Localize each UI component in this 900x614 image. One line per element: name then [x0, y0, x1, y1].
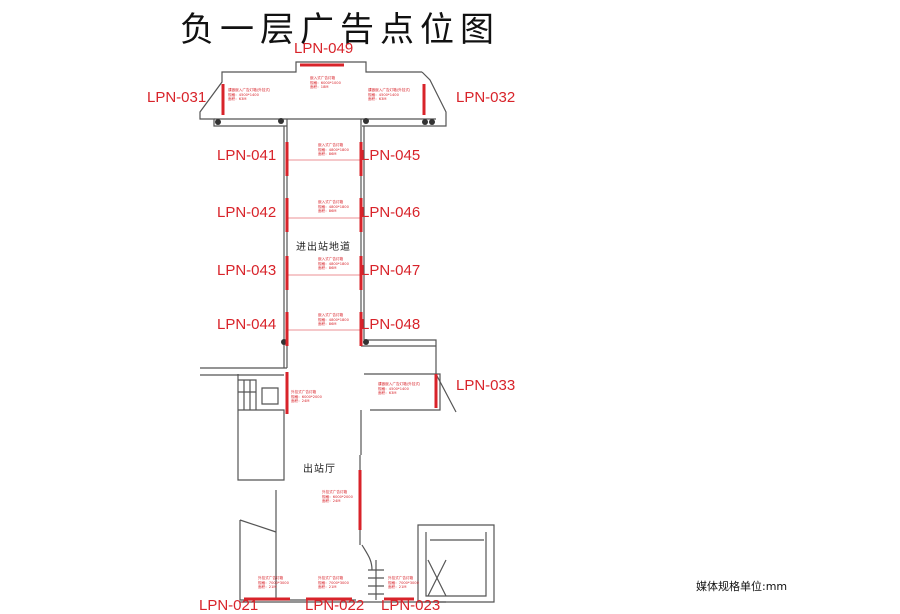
right-room-inner [425, 532, 487, 597]
spec-size: 规格：7000*3000 [258, 580, 289, 585]
point-label-lpn-023: LPN-023 [381, 597, 441, 614]
spec-note: 嵌入式广告灯箱 规格：6000*1000 面积：18M [310, 76, 341, 90]
spec-note: 镶嵌嵌入广告灯箱(外挂式) 规格：4500*1400 面积：63M [368, 88, 410, 102]
spec-note: 镶嵌嵌入广告灯箱(外挂式) 规格：4500*1400 面积：63M [378, 382, 420, 396]
spec-note: 外挂式广告灯箱 规格：7000*3000 面积：21M [258, 576, 289, 590]
left-room-grid [238, 379, 279, 410]
spec-area: 面积：63M [368, 97, 387, 102]
spec-area: 面积：21M [318, 585, 337, 590]
ad-markers [221, 63, 438, 601]
column-marker [422, 119, 428, 125]
spec-note: 外挂式广告灯箱 规格：7000*3000 面积：21M [318, 576, 349, 590]
stair-rail [361, 544, 373, 571]
spec-note: 嵌入式广告灯箱 规格：4800*1800 面积：86M [318, 257, 349, 271]
point-label-lpn-032: LPN-032 [456, 89, 516, 106]
spec-type: 嵌入式广告灯箱 [318, 313, 344, 317]
spec-size: 规格：4800*1800 [318, 204, 349, 209]
spec-area: 面积：21M [388, 585, 407, 590]
point-label-lpn-045: LPN-045 [361, 147, 421, 164]
point-label-lpn-047: LPN-047 [361, 262, 421, 279]
point-label-lpn-048: LPN-048 [361, 316, 421, 333]
guide-lines [287, 159, 361, 331]
spec-type: 外挂式广告灯箱 [291, 390, 317, 394]
spec-note: 嵌入式广告灯箱 规格：4800*1800 面积：86M [318, 313, 349, 327]
top-right-wing [362, 71, 447, 127]
right-room-x [427, 539, 484, 597]
spec-type: 外挂式广告灯箱 [258, 576, 284, 580]
spec-type: 镶嵌嵌入广告灯箱(外挂式) [378, 382, 421, 386]
spec-type: 嵌入式广告灯箱 [318, 200, 344, 204]
column-marker [363, 118, 369, 124]
walls [199, 61, 495, 603]
unit-note: 媒体规格单位:mm [696, 580, 788, 593]
spec-area: 面积：24M [322, 499, 341, 504]
column-marker [278, 118, 284, 124]
lower-left-diag [239, 519, 277, 533]
right-wing-top [364, 339, 457, 413]
point-label-lpn-022: LPN-022 [305, 597, 365, 614]
spec-area: 面积：86M [318, 209, 337, 214]
spec-area: 面积：24M [291, 399, 310, 404]
spec-type: 镶嵌嵌入广告灯箱(外挂式) [228, 88, 271, 92]
point-label-lpn-042: LPN-042 [217, 204, 277, 221]
point-label-lpn-041: LPN-041 [217, 147, 277, 164]
spec-type: 外挂式广告灯箱 [322, 490, 348, 494]
spec-area: 面积：86M [318, 152, 337, 157]
spec-size: 规格：4500*1400 [368, 92, 399, 97]
area-label-hall: 出站厅 [303, 464, 336, 475]
spec-area: 面积：86M [318, 266, 337, 271]
spec-size: 规格：7000*3000 [318, 580, 349, 585]
spec-area: 面积：21M [258, 585, 277, 590]
spec-size: 规格：4800*1800 [318, 261, 349, 266]
columns [215, 118, 435, 345]
spec-size: 规格：6000*1000 [310, 80, 341, 85]
point-label-lpn-043: LPN-043 [217, 262, 277, 279]
point-label-lpn-044: LPN-044 [217, 316, 277, 333]
point-label-lpn-031: LPN-031 [147, 89, 207, 106]
spec-area: 面积：18M [310, 85, 329, 90]
spec-size: 规格：6000*2000 [322, 494, 353, 499]
spec-size: 规格：6000*2000 [291, 394, 322, 399]
spec-note: 外挂式广告灯箱 规格：7000*3000 面积：21M [388, 576, 419, 590]
spec-note: 外挂式广告灯箱 规格：6000*2000 面积：24M [291, 390, 322, 404]
column-marker [363, 339, 369, 345]
spec-note: 镶嵌嵌入广告灯箱(外挂式) 规格：4500*1400 面积：63M [228, 88, 270, 102]
spec-area: 面积：86M [318, 322, 337, 327]
area-label-corridor: 进出站地道 [296, 242, 351, 253]
spec-type: 镶嵌嵌入广告灯箱(外挂式) [368, 88, 411, 92]
spec-size: 规格：4500*1400 [228, 92, 259, 97]
spec-size: 规格：4800*1800 [318, 147, 349, 152]
left-rooms [237, 374, 285, 481]
point-label-lpn-046: LPN-046 [361, 204, 421, 221]
top-cap-outline [274, 61, 422, 73]
spec-type: 嵌入式广告灯箱 [318, 257, 344, 261]
spec-size: 规格：7000*3000 [388, 580, 419, 585]
spec-type: 嵌入式广告灯箱 [318, 143, 344, 147]
point-label-lpn-049: LPN-049 [294, 40, 354, 57]
hall-right-inner [364, 373, 441, 411]
point-label-lpn-033: LPN-033 [456, 377, 516, 394]
spec-note: 嵌入式广告灯箱 规格：4800*1800 面积：86M [318, 200, 349, 214]
top-left-wing [199, 71, 287, 127]
spec-type: 外挂式广告灯箱 [388, 576, 414, 580]
spec-type: 嵌入式广告灯箱 [310, 76, 336, 80]
stair [368, 560, 384, 600]
spec-size: 规格：4800*1800 [318, 317, 349, 322]
point-label-lpn-021: LPN-021 [199, 597, 259, 614]
page-title: 负一层广告点位图 [180, 10, 500, 50]
spec-area: 面积：63M [378, 391, 397, 396]
spec-note: 外挂式广告灯箱 规格：6000*2000 面积：24M [322, 490, 353, 504]
column-marker [215, 119, 221, 125]
spec-note: 嵌入式广告灯箱 规格：4800*1800 面积：86M [318, 143, 349, 157]
spec-type: 外挂式广告灯箱 [318, 576, 344, 580]
column-marker [429, 119, 435, 125]
right-room [417, 524, 495, 603]
spec-area: 面积：63M [228, 97, 247, 102]
spec-size: 规格：4500*1400 [378, 386, 409, 391]
